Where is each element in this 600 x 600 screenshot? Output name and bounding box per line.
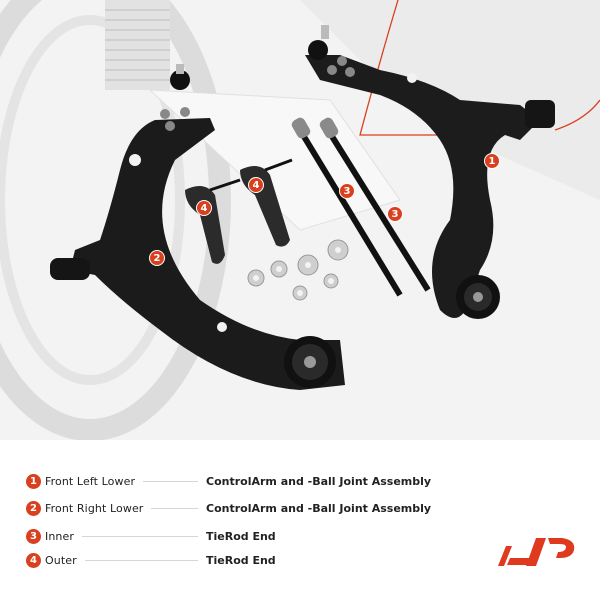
part-badge-4b: 4 bbox=[248, 177, 264, 193]
legend-number-badge: 2 bbox=[26, 500, 41, 516]
part-badge-1: 1 bbox=[484, 153, 500, 169]
leader-line bbox=[81, 535, 198, 537]
parts-illustration bbox=[0, 0, 600, 440]
legend-number-badge: 4 bbox=[26, 552, 41, 568]
legend-label: Outer bbox=[45, 553, 77, 567]
legend-row-2: 2 Front Right Lower ControlArm and -Ball… bbox=[26, 499, 431, 517]
leader-line bbox=[143, 480, 199, 482]
legend-number-badge: 3 bbox=[26, 528, 41, 544]
brand-logo-icon bbox=[490, 532, 580, 572]
legend-description: ControlArm and -Ball Joint Assembly bbox=[206, 474, 432, 488]
legend-row-1: 1 Front Left Lower ControlArm and -Ball … bbox=[26, 472, 431, 490]
legend-description: ControlArm and -Ball Joint Assembly bbox=[206, 501, 432, 515]
product-photo: 1 2 3 3 4 4 bbox=[0, 0, 600, 440]
part-badge-3b: 3 bbox=[387, 206, 403, 222]
legend-label: Inner bbox=[45, 529, 74, 543]
legend-description: TieRod End bbox=[206, 553, 276, 567]
part-badge-2: 2 bbox=[149, 250, 165, 266]
legend-label: Front Right Lower bbox=[45, 501, 144, 515]
legend-label: Front Left Lower bbox=[45, 474, 136, 488]
legend-row-3: 3 Inner TieRod End bbox=[26, 527, 426, 545]
leader-line bbox=[151, 507, 199, 509]
part-badge-3a: 3 bbox=[339, 183, 355, 199]
legend-number-badge: 1 bbox=[26, 473, 41, 489]
legend-row-4: 4 Outer TieRod End bbox=[26, 551, 426, 569]
part-badge-4a: 4 bbox=[196, 200, 212, 216]
legend-description: TieRod End bbox=[206, 529, 276, 543]
leader-line bbox=[84, 559, 198, 561]
